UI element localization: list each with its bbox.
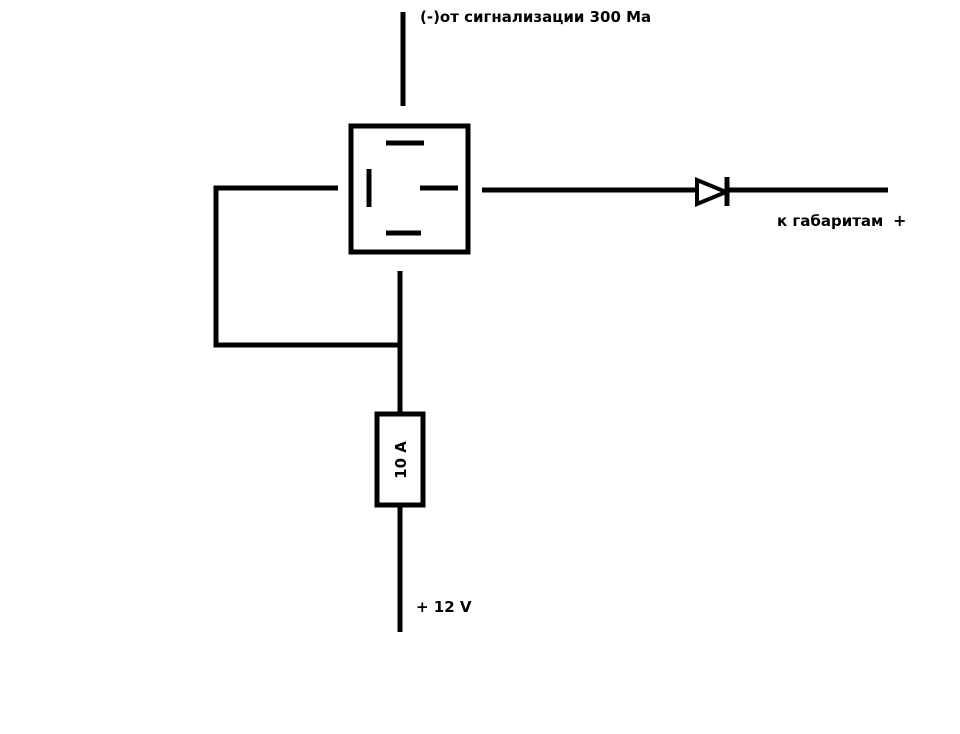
fuse: 10 А [374,411,426,508]
fuse-rating-label: 10 А [392,441,410,479]
relay-feed-loop-wire [213,185,402,348]
diode-triangle [695,177,732,207]
fuse-body [374,411,426,508]
signal-input-label: (-)от сигнализации 300 Ма [420,8,651,26]
power-supply-label: + 12 V [416,598,472,616]
marker-lights-plus-label: + [893,211,906,230]
diode [695,177,732,207]
marker-lights-label: к габаритам [777,212,883,230]
relay [348,123,471,255]
